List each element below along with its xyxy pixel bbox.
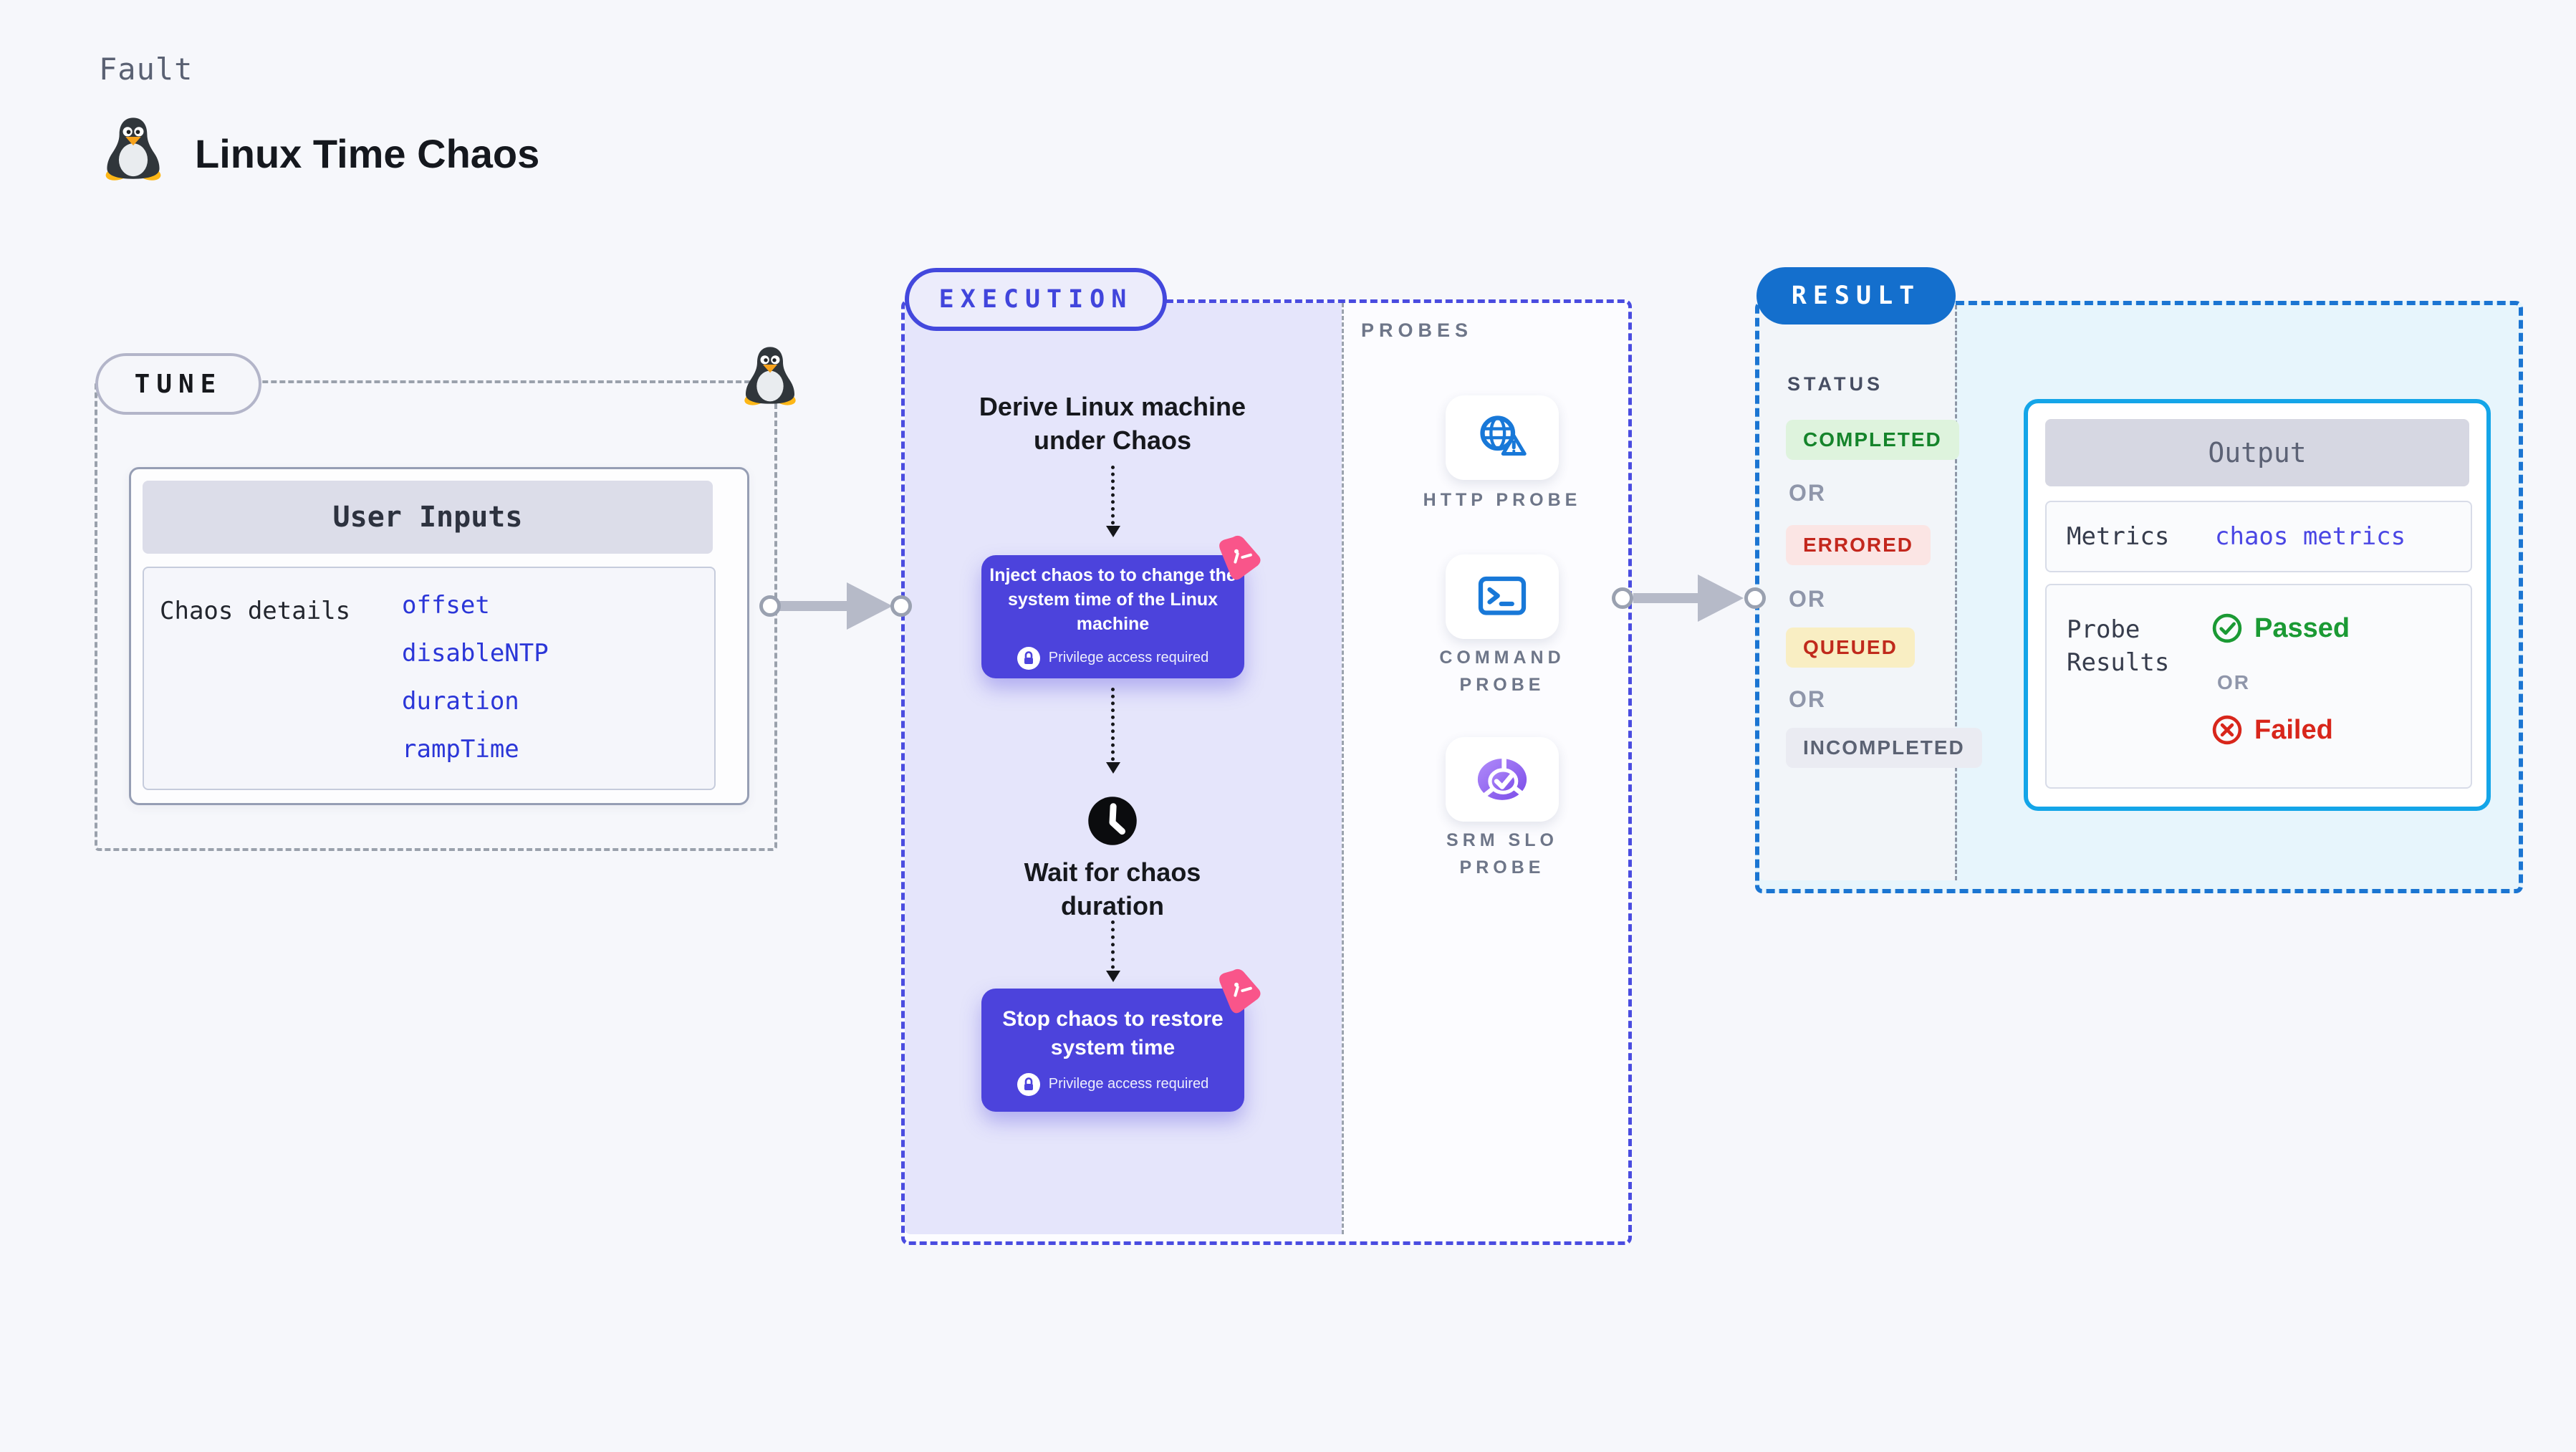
check-circle-icon: [2212, 613, 2242, 643]
input-value: rampTime: [402, 735, 519, 764]
lock-icon: [1017, 1072, 1040, 1096]
privilege-note: Privilege access required: [1048, 1076, 1209, 1092]
result-pill: RESULT: [1756, 267, 1956, 324]
connector-dot: [890, 595, 912, 617]
failed-verdict: Failed: [2211, 714, 2333, 746]
status-badge-queued: QUEUED: [1786, 628, 1915, 668]
globe-alert-icon: [1480, 415, 1527, 456]
tune-pill: TUNE: [95, 353, 261, 415]
probe-card-command: [1446, 554, 1559, 639]
inject-chaos-step: Inject chaos to to change the system tim…: [981, 555, 1244, 678]
passed-label: Passed: [2254, 612, 2350, 643]
probe-label-http: HTTP PROBE: [1423, 490, 1582, 510]
execution-pill: EXECUTION: [905, 268, 1167, 331]
probe-label-srm-slo: SRM SLO PROBE: [1446, 830, 1558, 878]
tux-icon: [105, 117, 161, 181]
output-header: Output: [2045, 419, 2469, 486]
or-separator: OR: [1789, 480, 1826, 506]
terminal-icon: [1478, 576, 1527, 615]
connector-dot: [1744, 587, 1766, 609]
metrics-value: chaos metrics: [2215, 522, 2406, 551]
user-inputs-header: User Inputs: [143, 481, 713, 554]
or-separator: OR: [1789, 586, 1826, 612]
or-separator: OR: [1789, 686, 1826, 712]
stop-chaos-step: Stop chaos to restore system time Privil…: [981, 989, 1244, 1112]
fault-eyebrow: Fault: [99, 52, 193, 87]
input-value: disableNTP: [402, 639, 549, 668]
slo-gauge-icon: [1477, 756, 1527, 800]
privilege-row: Privilege access required: [1017, 646, 1209, 670]
lock-icon: [1017, 646, 1040, 670]
connector-dot: [1612, 587, 1633, 609]
inject-step-text: Inject chaos to to change the system tim…: [989, 565, 1236, 634]
input-value: offset: [402, 591, 490, 620]
passed-verdict: Passed: [2211, 612, 2350, 644]
tux-icon: [744, 347, 796, 405]
or-separator: OR: [2217, 671, 2250, 693]
tune-group-box: [95, 380, 777, 851]
arrow-right-icon: [1698, 574, 1744, 622]
wait-step-text: Wait for chaos duration: [1024, 857, 1201, 920]
metrics-row: Metrics chaos metrics: [2045, 501, 2472, 572]
input-value: duration: [402, 687, 519, 716]
chaos-badge-icon: [1219, 968, 1261, 1014]
probe-results-label: Probe Results: [2067, 615, 2170, 677]
probe-card-http: [1446, 395, 1559, 480]
status-badge-errored: ERRORED: [1786, 525, 1931, 565]
clock-icon: [1088, 797, 1137, 845]
stop-step-text: Stop chaos to restore system time: [1002, 1006, 1224, 1060]
failed-label: Failed: [2254, 714, 2333, 745]
user-inputs-card: User Inputs Chaos details offset disable…: [129, 467, 749, 805]
status-badge-incompleted: INCOMPLETED: [1786, 728, 1982, 768]
status-output-divider: [1955, 305, 1957, 880]
page-title: Linux Time Chaos: [195, 131, 540, 176]
tune-to-execution-arrow: [779, 601, 851, 611]
privilege-note: Privilege access required: [1048, 650, 1209, 666]
flow-arrow-down: [1106, 466, 1120, 537]
result-status-panel: [1759, 305, 1955, 880]
probe-results-row: Probe Results Passed OR Failed: [2045, 584, 2472, 789]
connector-dot: [759, 595, 781, 617]
probe-card-srm-slo: [1446, 737, 1559, 822]
output-card: Output Metrics chaos metrics Probe Resul…: [2024, 399, 2491, 811]
x-circle-icon: [2212, 715, 2242, 745]
execution-probes-divider: [1342, 303, 1344, 1234]
metrics-label: Metrics: [2067, 522, 2170, 551]
execution-to-result-arrow: [1633, 593, 1701, 603]
chaos-badge-icon: [1219, 535, 1261, 580]
user-inputs-body: Chaos details offset disableNTP duration…: [143, 567, 716, 790]
privilege-row: Privilege access required: [1017, 1072, 1209, 1096]
flow-arrow-down: [1106, 688, 1120, 774]
status-label: STATUS: [1787, 373, 1883, 395]
chaos-details-label: Chaos details: [160, 597, 351, 625]
arrow-right-icon: [847, 582, 893, 630]
status-badge-completed: COMPLETED: [1786, 420, 1959, 460]
probe-label-command: COMMAND PROBE: [1439, 648, 1565, 695]
flow-arrow-down: [1106, 920, 1120, 982]
probes-label: PROBES: [1361, 319, 1474, 341]
derive-step-text: Derive Linux machine under Chaos: [979, 392, 1246, 455]
